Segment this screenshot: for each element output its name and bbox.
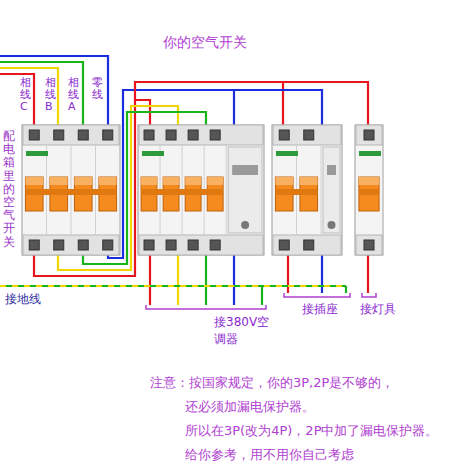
- wire: [367, 250, 369, 293]
- heading-label: 你的空气开关: [163, 34, 247, 52]
- wire: [234, 90, 322, 128]
- circuit-breaker: [22, 125, 120, 255]
- wire: [149, 250, 151, 305]
- bracket: [284, 293, 350, 297]
- wire-label: 零线: [92, 77, 103, 101]
- output-label: 接插座: [302, 301, 338, 318]
- wire: [0, 285, 346, 287]
- wire: [0, 68, 58, 128]
- wire: [0, 74, 34, 128]
- wire-label: 相线B: [45, 77, 56, 113]
- wire: [205, 250, 207, 305]
- wire: [233, 250, 235, 305]
- bracket: [146, 305, 266, 309]
- wire: [0, 62, 83, 128]
- circuit-breaker: [272, 125, 342, 255]
- circuit-breaker: [355, 125, 383, 255]
- note-text: 给你参考，用不用你自己考虑: [185, 446, 354, 464]
- circuit-breaker: [138, 125, 264, 255]
- wire: [0, 285, 346, 287]
- output-label: 接灯具: [360, 301, 396, 318]
- bracket: [362, 293, 376, 297]
- wire: [261, 286, 263, 305]
- wire: [177, 250, 179, 305]
- wire-label: 相线A: [68, 77, 79, 113]
- wire-label: 配电箱里的空气开关: [3, 130, 15, 249]
- wire: [345, 286, 347, 293]
- wire: [0, 56, 108, 128]
- note-text: 注意：按国家规定，你的3P,2P是不够的，: [150, 374, 394, 392]
- note-text: 还必须加漏电保护器。: [185, 398, 315, 416]
- output-label: 接380V空调器: [214, 314, 276, 348]
- output-label: 接地线: [5, 291, 41, 308]
- wire-label: 相线C: [20, 77, 31, 113]
- note-text: 所以在3P(改为4P)，2P中加了漏电保护器。: [185, 422, 438, 440]
